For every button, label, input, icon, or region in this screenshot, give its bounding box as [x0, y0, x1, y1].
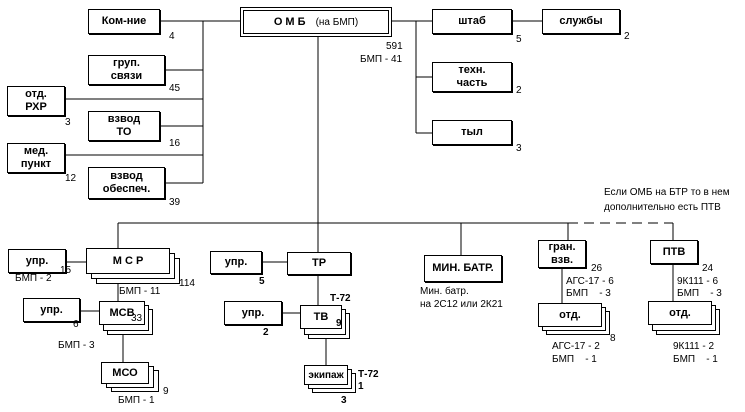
unit-comms-group: груп. связи: [88, 55, 165, 85]
atgm-platoon-9k111: 9К111 - 6: [677, 276, 719, 287]
tr-upr-label: упр.: [224, 256, 248, 268]
tv-upr-box: упр.: [224, 301, 282, 325]
unit-rear-label: тыл: [461, 126, 483, 138]
grenade-platoon-label: гран. взв.: [548, 241, 576, 266]
msr-label: М С Р: [112, 254, 144, 267]
unit-rhr-count: 3: [65, 117, 71, 128]
crew-t72-count: 1: [358, 381, 364, 392]
gran-otd-bmp: БМП - 1: [552, 354, 597, 365]
btr-note: Если ОМБ на БТР то в нем дополнительно е…: [604, 187, 730, 213]
unit-hq: штаб: [432, 9, 512, 34]
tr-label: ТР: [311, 257, 327, 269]
gran-otd-ags: АГС-17 - 2: [552, 341, 600, 352]
atgm-platoon-label: ПТВ: [662, 245, 686, 258]
omb-bmp: БМП - 41: [360, 54, 403, 65]
msv-upr-count: 6: [73, 319, 79, 330]
msr-upr-label: упр.: [25, 254, 49, 267]
msr-bmp: БМП - 11: [119, 286, 161, 297]
tv-upr-count: 2: [263, 327, 269, 338]
unit-comms-group-label: груп. связи: [110, 57, 143, 82]
tr-box: ТР: [287, 252, 351, 275]
unit-tech-part: техн. часть: [432, 62, 512, 92]
unit-command-count: 4: [169, 31, 175, 42]
msv-box: МСВ: [99, 301, 145, 325]
unit-tech-part-label: техн. часть: [456, 64, 488, 89]
ptv-otd-bmp: БМП - 1: [673, 354, 718, 365]
unit-to-platoon-count: 16: [169, 138, 181, 149]
unit-services: службы: [542, 9, 620, 34]
grenade-platoon-ags: АГС-17 - 6: [566, 276, 614, 287]
unit-command: Ком-ние: [88, 9, 160, 34]
unit-rear-count: 3: [516, 143, 522, 154]
msv-upr-box: упр.: [23, 298, 80, 322]
tv-box: ТВ: [300, 305, 342, 329]
unit-hq-label: штаб: [458, 15, 486, 27]
unit-support-platoon: взвод обеспеч.: [88, 167, 165, 199]
atgm-platoon-count: 24: [702, 263, 714, 274]
atgm-platoon-bmp: БМП - 3: [677, 288, 722, 299]
msv-count: 33: [131, 313, 143, 324]
unit-rear: тыл: [432, 120, 512, 145]
tr-upr-box: упр.: [210, 251, 262, 274]
unit-support-platoon-count: 39: [169, 197, 181, 208]
unit-comms-group-count: 45: [169, 83, 181, 94]
atgm-platoon-box: ПТВ: [650, 240, 698, 264]
msr-count: 114: [179, 278, 195, 289]
crew-t72: Т-72 1: [358, 357, 379, 393]
msv-bmp: БМП - 3: [58, 340, 95, 351]
grenade-platoon-box: гран. взв.: [538, 240, 586, 268]
unit-rhr: отд. РХР: [7, 86, 65, 116]
ptv-otd-9k111: 9К111 - 2: [673, 341, 715, 352]
grenade-platoon-count: 26: [591, 263, 603, 274]
tv-count: 9: [336, 318, 342, 329]
unit-med-point: мед. пункт: [7, 143, 65, 173]
tr-upr-count: 5: [259, 276, 265, 287]
grenade-platoon-bmp: БМП - 3: [566, 288, 611, 299]
crew-box: экипаж: [304, 365, 348, 385]
mso-box: МСО: [101, 362, 149, 384]
mso-count: 9: [163, 386, 169, 397]
ptv-otd-box: отд.: [648, 301, 712, 325]
mortar-battery-note: Мин. батр. на 2С12 или 2К21: [420, 286, 503, 310]
unit-med-point-count: 12: [65, 173, 77, 184]
unit-to-platoon: взвод ТО: [88, 111, 160, 141]
gran-otd-count: 8: [610, 333, 616, 344]
msr-upr-count: 15: [60, 265, 72, 276]
msv-label: МСВ: [109, 306, 135, 319]
tr-t72-label: Т-72: [330, 293, 351, 304]
unit-services-label: службы: [559, 15, 603, 27]
unit-med-point-label: мед. пункт: [20, 145, 52, 170]
unit-tech-part-count: 2: [516, 85, 522, 96]
tv-upr-label: упр.: [241, 306, 265, 319]
ptv-otd-label: отд.: [669, 306, 691, 319]
mso-bmp: БМП - 1: [118, 395, 155, 406]
crew-t72-label: Т-72: [358, 369, 379, 380]
tv-label: ТВ: [313, 310, 329, 323]
crew-label: экипаж: [308, 369, 344, 381]
gran-otd-box: отд.: [538, 303, 602, 327]
msr-upr-bmp: БМП - 2: [15, 273, 52, 284]
msr-box: М С Р: [86, 248, 170, 274]
omb-count: 591: [386, 41, 403, 52]
crew-count: 3: [341, 395, 347, 406]
unit-command-label: Ком-ние: [101, 15, 147, 27]
mso-label: МСО: [112, 366, 138, 379]
msr-upr-box: упр.: [8, 249, 66, 273]
unit-support-platoon-label: взвод обеспеч.: [102, 170, 151, 195]
mortar-battery-label: МИН. БАТР.: [432, 262, 494, 274]
gran-otd-label: отд.: [559, 308, 581, 321]
mortar-battery-box: МИН. БАТР.: [424, 255, 502, 282]
msv-upr-label: упр.: [40, 303, 63, 316]
unit-rhr-label: отд. РХР: [25, 88, 47, 113]
omb-label: О М Б: [273, 15, 306, 28]
unit-hq-count: 5: [516, 34, 522, 45]
omb-box: О М Б (на БМП): [240, 7, 392, 37]
unit-services-count: 2: [624, 31, 630, 42]
unit-to-platoon-label: взвод ТО: [107, 113, 141, 138]
omb-note: (на БМП): [315, 16, 359, 28]
